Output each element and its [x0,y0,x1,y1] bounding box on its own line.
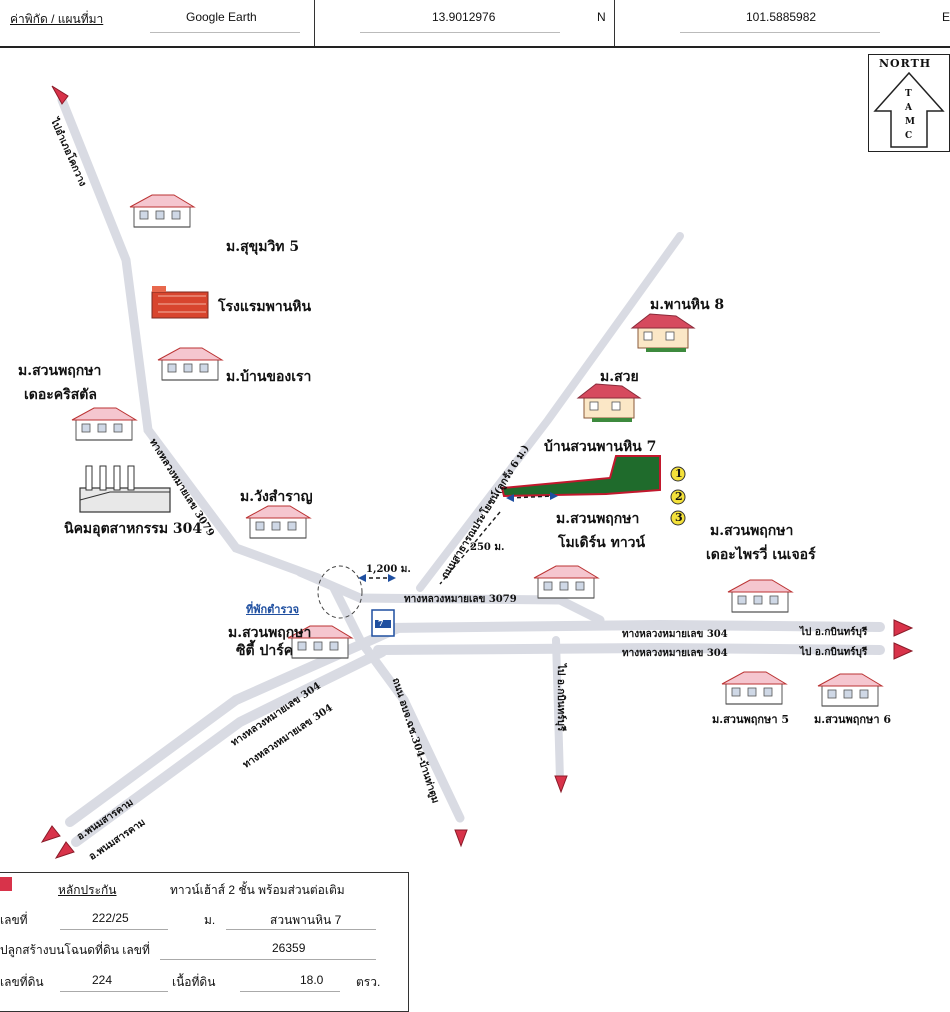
house-wang-samran-icon [245,505,311,539]
marker-1: 1 [675,467,683,480]
arrow-north-icon [51,85,69,105]
coord-label: ค่าพิกัด / แผนที่มา [10,12,104,26]
marker-2: 2 [675,490,683,503]
land-no: 224 [92,973,113,987]
collateral-info-box: หลักประกัน ทาวน์เฮ้าส์ 2 ชั้น พร้อมส่วนต… [0,872,409,1012]
house-no-label: เลขที่ [0,913,28,927]
road-network [57,95,885,847]
arrow-east-1-icon [893,619,914,637]
label-city-park-1: ม.สวนพฤกษา [228,625,312,641]
road-304-west-lane-b [71,647,387,847]
house-panhin8-icon [631,313,695,353]
label-suay: ม.สวย [600,369,639,385]
latitude: 13.9012976 [432,10,496,24]
label-crystal-1: ม.สวนพฤกษา [18,363,102,379]
direction-arrows [40,85,914,859]
distance-arrowheads [358,492,558,582]
store-sign-text: 7 [378,618,384,628]
road-label-304-e2: ทางหลวงหมายเลข 304 [622,648,728,659]
house-suan5-icon [721,671,787,705]
label-police: ที่พักตำรวจ [246,603,300,616]
road-label-kabin-2: ไป อ.กบินทร์บุรี [800,647,868,658]
road-304-north-lane [383,619,885,633]
land-no-label: เลขที่ดิน [0,975,44,989]
road-label-kabin-1: ไป อ.กบินทร์บุรี [800,627,868,638]
house-sukhumvit5-icon [129,194,195,228]
arrow-southwest-1-icon [40,825,61,843]
longitude: 101.5885982 [746,10,817,24]
label-city-park-2: ซิตี้ ปาร์ค [236,643,294,659]
arrow-southwest-2-icon [54,841,75,859]
area-label: เนื้อที่ดิน [172,975,216,989]
road-304-south-lane [373,642,885,655]
subject-plot [500,455,661,498]
label-baan-khong-rao: ม.บ้านของเรา [226,369,312,385]
house-privy-nature-icon [727,579,793,613]
road-label-3079-b: ทางหลวงหมายเลข 3079 [404,594,517,605]
label-wang-samran: ม.วังสำราญ [240,489,313,505]
label-modern-town-2: โมเดิร์น ทาวน์ [558,535,646,551]
road-side-laterite [416,232,684,592]
deed-no: 26359 [272,941,306,955]
arrow-south-1-icon [454,829,468,848]
store-7-eleven-icon [371,609,395,637]
house-modern-town-icon [533,565,599,599]
house-suay-icon [577,383,641,423]
label-industrial: นิคมอุตสาหกรรม 304 [64,521,203,537]
road-to-kabin [552,636,564,784]
distance-1: 1,200 ม. [366,564,411,575]
house-no: 222/25 [92,911,129,925]
label-privy-1: ม.สวนพฤกษา [710,523,794,539]
arrow-south-2-icon [554,775,568,794]
longitude-dir: E [942,10,950,24]
road-label-304-e1: ทางหลวงหมายเลข 304 [622,629,728,640]
label-crystal-2: เดอะคริสตัล [24,387,97,403]
label-panhin8: ม.พานหิน 8 [650,297,725,313]
collateral-label: หลักประกัน [58,883,117,897]
label-suan5: ม.สวนพฤกษา 5 [712,713,789,726]
north-arrow-icon [873,71,945,148]
label-privy-2: เดอะไพรวี่ เนเจอร์ [706,547,816,563]
hotel-icon [151,286,209,319]
house-crystal-icon [71,407,137,441]
factory-icon [79,465,171,513]
arrow-east-2-icon [893,642,914,660]
distance-lines [362,495,555,585]
plot-markers [670,466,686,526]
label-sukhumvit5: ม.สุขุมวิท 5 [226,239,300,255]
north-arrow: NORTH T A M C [868,54,950,152]
area-unit: ตรว. [356,975,381,989]
north-label: NORTH [879,57,932,70]
label-subject: บ้านสวนพานหิน 7 [544,439,657,455]
distance-2: 250 ม. [470,542,505,553]
coordinate-header: ค่าพิกัด / แผนที่มา Google Earth 13.9012… [0,0,950,48]
label-modern-town-1: ม.สวนพฤกษา [556,511,640,527]
road-local-south [329,583,465,823]
village-label: ม. [204,913,216,927]
village: สวนพานหิน 7 [270,913,342,927]
label-hotel: โรงแรมพานหิน [218,299,312,315]
coord-source: Google Earth [186,10,257,24]
road-3079 [295,567,605,625]
house-baan-khong-rao-icon [157,347,223,381]
label-suan6: ม.สวนพฤกษา 6 [814,713,891,726]
house-suan6-icon [817,673,883,707]
collateral-value: ทาวน์เฮ้าส์ 2 ชั้น พร้อมส่วนต่อเติม [170,883,345,897]
intersection-circle [317,565,363,619]
deed-label: ปลูกสร้างบนโฉนดที่ดิน เลขที่ [0,943,150,957]
road-label-local-kabin: ไป อ.กบินทร์บุรี [555,664,566,732]
collateral-color-swatch [0,877,12,891]
latitude-dir: N [597,10,606,24]
marker-3: 3 [675,511,683,524]
area: 18.0 [300,973,324,987]
road-to-khok-wang [57,95,323,583]
